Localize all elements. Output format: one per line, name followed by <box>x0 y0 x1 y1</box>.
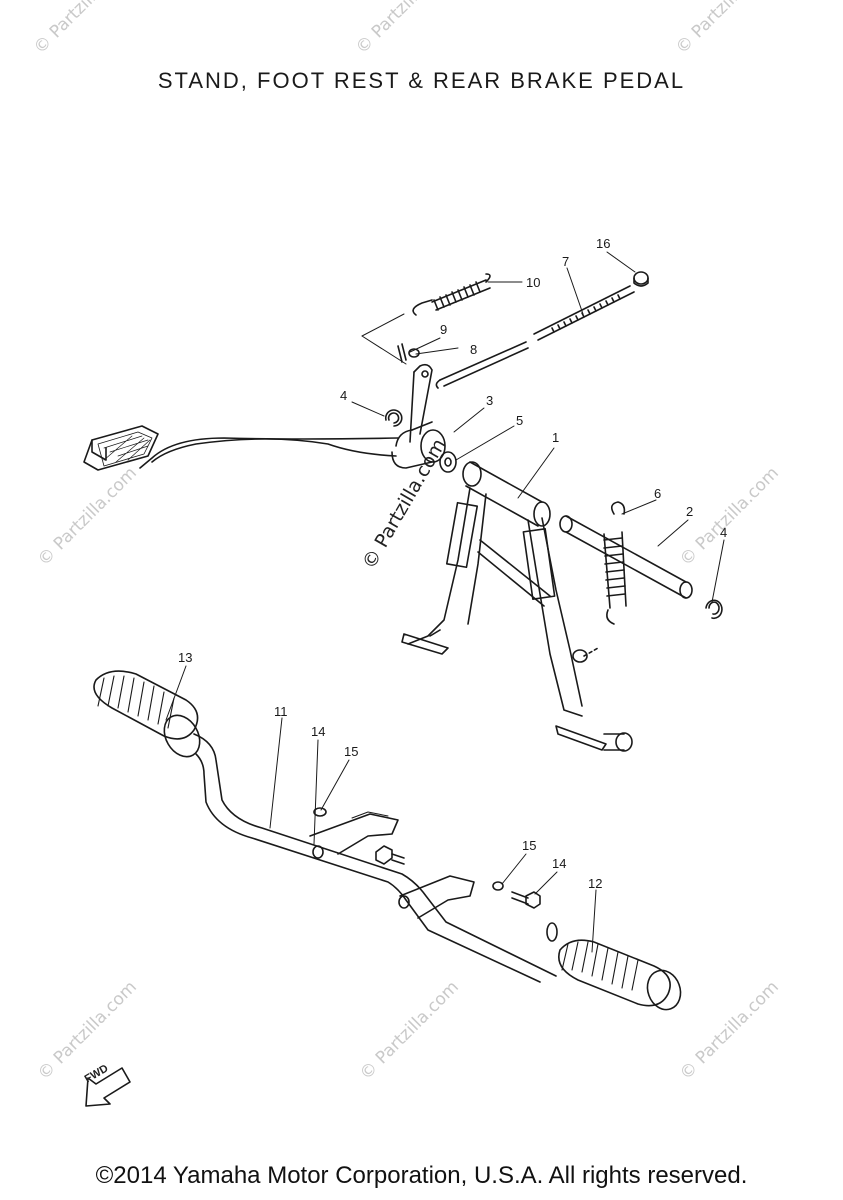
leader-lines <box>165 251 725 953</box>
callout-8: 8 <box>470 342 477 357</box>
callout-3: 3 <box>486 393 493 408</box>
part-6-return-spring[interactable] <box>572 501 627 663</box>
part-5-washer[interactable] <box>439 451 457 473</box>
part-11-footrest-bar[interactable] <box>193 733 558 983</box>
part-14-bolt[interactable] <box>375 845 405 865</box>
fwd-arrow-icon <box>85 1067 131 1107</box>
part-12-footrest-rubber[interactable] <box>558 939 686 1014</box>
diagram-title: STAND, FOOT REST & REAR BRAKE PEDAL <box>157 68 686 93</box>
callout-16: 16 <box>596 236 610 251</box>
part-2-stand-shaft[interactable] <box>559 515 693 599</box>
part-15-washer[interactable] <box>313 807 327 817</box>
callout-6: 6 <box>654 486 661 501</box>
part-9-cotter-pin[interactable] <box>397 343 407 363</box>
callout-4: 4 <box>340 388 347 403</box>
part-10-spring[interactable] <box>412 273 491 316</box>
callout-2: 2 <box>686 504 693 519</box>
part-7-brake-rod[interactable] <box>435 285 635 389</box>
callout-14: 14 <box>552 856 566 871</box>
callout-7: 7 <box>562 254 569 269</box>
part-14-bolt-right[interactable] <box>511 891 541 909</box>
brake-pedal[interactable] <box>83 363 446 471</box>
callout-12: 12 <box>588 876 602 891</box>
part-1-main-stand[interactable] <box>401 461 633 752</box>
copyright-notice: ©2014 Yamaha Motor Corporation, U.S.A. A… <box>95 1162 748 1189</box>
callout-10: 10 <box>526 275 540 290</box>
callout-15: 15 <box>344 744 358 759</box>
callout-1: 1 <box>552 430 559 445</box>
part-13-footrest-rubber[interactable] <box>93 670 207 763</box>
part-4-circlip[interactable] <box>384 409 403 427</box>
part-8-washer[interactable] <box>408 348 420 358</box>
part-15-washer-right[interactable] <box>492 881 504 891</box>
part-16-adjust-nut[interactable] <box>633 271 649 287</box>
callout-15: 15 <box>522 838 536 853</box>
callout-11: 11 <box>274 704 288 719</box>
callout-5: 5 <box>516 413 523 428</box>
callout-14: 14 <box>311 724 325 739</box>
part-4-circlip-right[interactable] <box>705 599 723 620</box>
callout-13: 13 <box>178 650 192 665</box>
callout-9: 9 <box>440 322 447 337</box>
callout-4: 4 <box>720 525 727 540</box>
callout-labels: 1 2 3 4 4 5 6 7 8 9 10 11 12 13 14 14 15… <box>178 236 727 891</box>
